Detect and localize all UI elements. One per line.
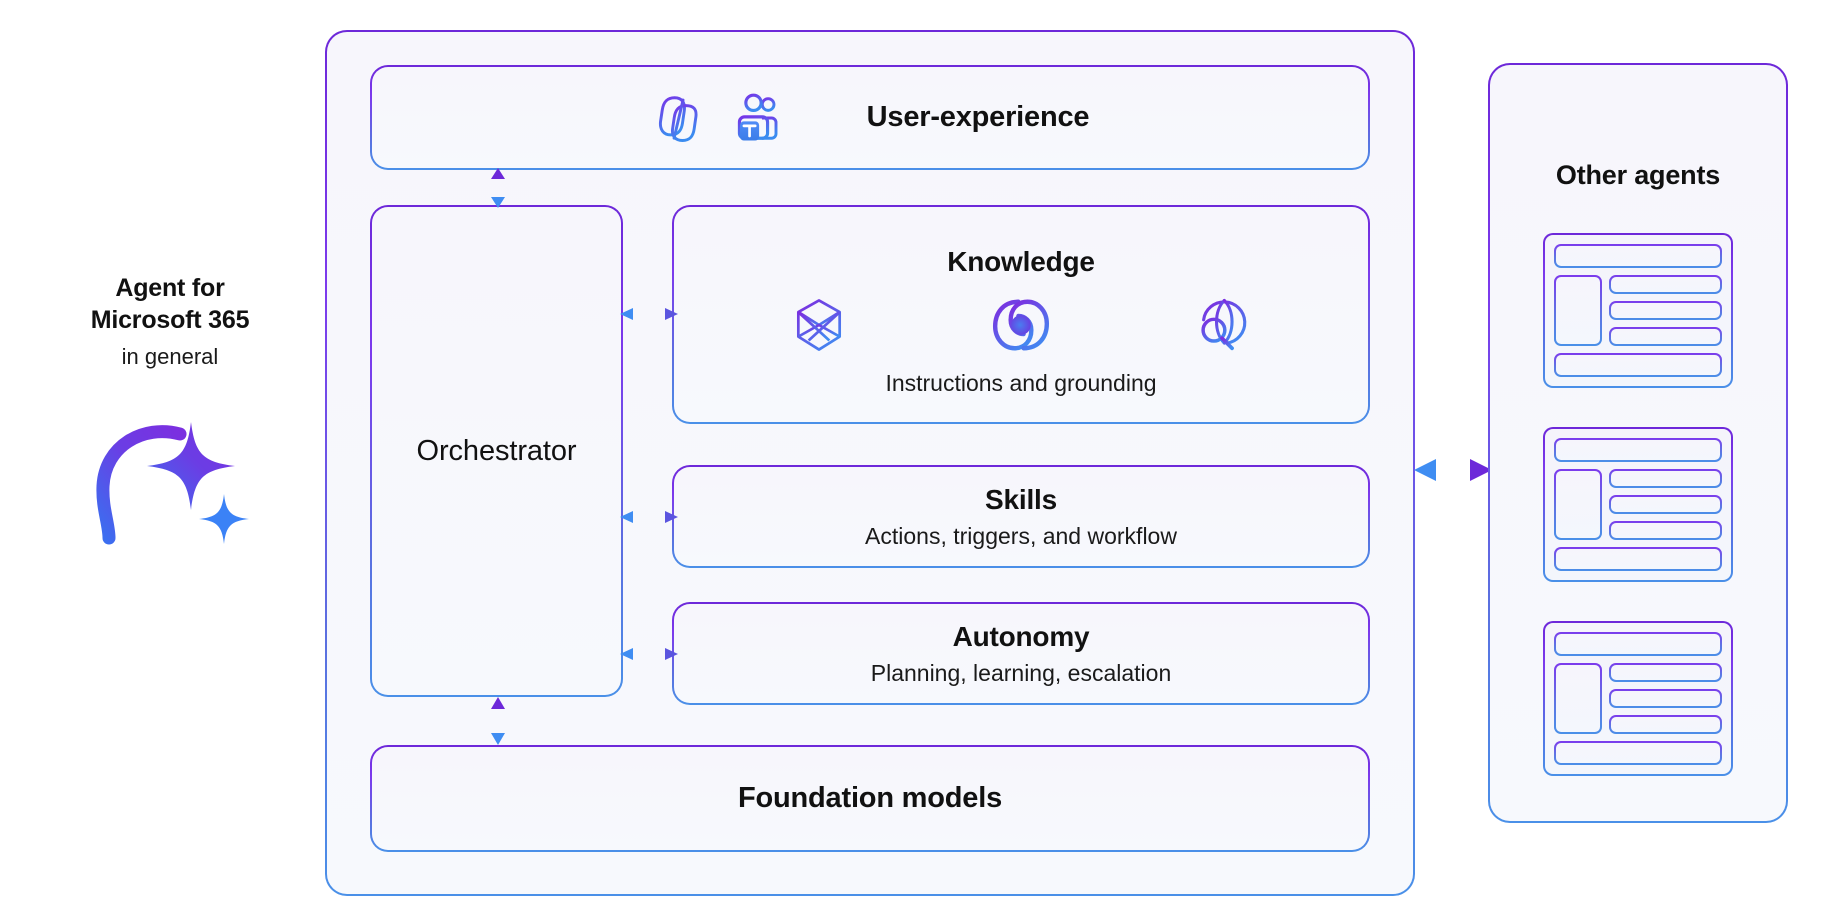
skills-title: Skills: [985, 483, 1057, 515]
agent-card-sidebar-block: [1554, 275, 1602, 346]
caption-line-2: Microsoft 365: [90, 306, 250, 334]
knowledge-subtitle: Instructions and grounding: [885, 370, 1157, 396]
left-caption-block: Agent for Microsoft 365 in general: [20, 272, 320, 552]
foundation-models-title: Foundation models: [737, 782, 1003, 814]
connector-orchestrator-to-foundation: [491, 697, 505, 745]
knowledge-box[interactable]: Knowledge: [672, 205, 1370, 424]
other-agents-title: Other agents: [1555, 160, 1721, 190]
knowledge-graph-icon: [796, 299, 842, 351]
user-experience-box[interactable]: User-experience: [370, 65, 1370, 170]
microsoft-365-icon: [658, 95, 698, 142]
autonomy-title: Autonomy: [952, 620, 1090, 652]
copilot-sparkle-logo-icon: [96, 422, 249, 545]
caption-subtitle: in general: [121, 344, 219, 369]
other-agents-panel: Other agents: [1488, 63, 1788, 823]
knowledge-title: Knowledge: [947, 246, 1095, 277]
agent-card-body: [1554, 469, 1722, 540]
agent-card-sidebar-block: [1554, 469, 1602, 540]
agent-card-line: [1609, 495, 1722, 514]
agent-card-line: [1609, 469, 1722, 488]
agent-card-line: [1609, 301, 1722, 320]
agent-card-line: [1609, 275, 1722, 294]
foundation-models-box[interactable]: Foundation models: [370, 745, 1370, 852]
agent-card-footer-bar: [1554, 741, 1722, 765]
orchestrator-title: Orchestrator: [416, 434, 577, 467]
skills-subtitle: Actions, triggers, and workflow: [865, 522, 1177, 549]
web-search-globe-icon: [1201, 298, 1247, 351]
agent-card-footer-bar: [1554, 353, 1722, 377]
caption-line-1: Agent for: [115, 274, 225, 302]
connector-ux-to-orchestrator: [491, 168, 505, 208]
knowledge-icons-row: [788, 294, 1254, 356]
autonomy-subtitle: Planning, learning, escalation: [870, 659, 1172, 686]
agent-card-footer-bar: [1554, 547, 1722, 571]
skills-box[interactable]: Skills Actions, triggers, and workflow: [672, 465, 1370, 568]
agent-card-body: [1554, 663, 1722, 734]
agent-card-header-bar: [1554, 244, 1722, 268]
user-experience-title: User-experience: [866, 101, 1090, 133]
agent-card-sidebar-block: [1554, 663, 1602, 734]
agent-card-line: [1609, 327, 1722, 346]
autonomy-box[interactable]: Autonomy Planning, learning, escalation: [672, 602, 1370, 705]
agent-card-line: [1609, 663, 1722, 682]
orchestrator-box[interactable]: Orchestrator: [370, 205, 623, 697]
agent-card-header-bar: [1554, 438, 1722, 462]
agent-card-line-stack: [1609, 663, 1722, 734]
agent-card-line: [1609, 521, 1722, 540]
agent-card-line: [1609, 715, 1722, 734]
other-agents-card-list: [1543, 233, 1733, 776]
connector-orchestrator-to-skills: [620, 511, 678, 523]
agent-card-line: [1609, 689, 1722, 708]
agent-card[interactable]: [1543, 621, 1733, 776]
agent-card[interactable]: [1543, 427, 1733, 582]
connector-orchestrator-to-autonomy: [620, 648, 678, 660]
agent-card[interactable]: [1543, 233, 1733, 388]
agent-card-header-bar: [1554, 632, 1722, 656]
fabric-onelake-icon: [992, 299, 1050, 351]
agent-card-line-stack: [1609, 469, 1722, 540]
teams-people-icon: [737, 93, 778, 140]
connector-main-to-other-agents: [1414, 459, 1492, 481]
agent-card-line-stack: [1609, 275, 1722, 346]
connector-orchestrator-to-knowledge: [620, 308, 678, 320]
agent-card-body: [1554, 275, 1722, 346]
